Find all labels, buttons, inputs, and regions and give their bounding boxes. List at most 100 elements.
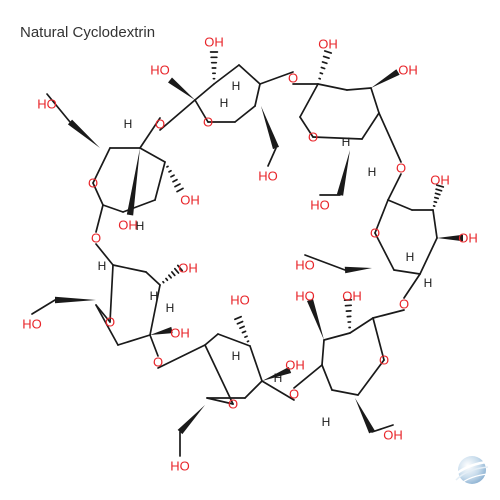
secondary-hydroxyl: OH	[458, 231, 478, 246]
ring-oxygen: O	[370, 226, 380, 241]
secondary-hydroxyl: OH	[318, 37, 338, 52]
secondary-hydroxyl: OH	[170, 326, 190, 341]
secondary-hydroxyl: HO	[150, 63, 170, 78]
ring-bond	[204, 344, 234, 405]
glycosidic-oxygen: O	[399, 297, 409, 312]
ring-bond	[149, 284, 161, 336]
glycosidic-oxygen: O	[155, 117, 165, 132]
glycosidic-bond	[372, 309, 405, 319]
hydroxymethyl-oh: OH	[383, 428, 403, 443]
stereo-hash-bond	[166, 165, 169, 168]
stereo-hash-bond	[174, 183, 181, 188]
glycosidic-bond	[387, 173, 402, 201]
ch2oh-bond	[31, 299, 56, 315]
stereo-hydrogen: H	[220, 96, 229, 110]
stereo-wedge-bond	[336, 150, 350, 196]
glycosidic-bond	[159, 99, 196, 131]
ch2oh-bond	[304, 254, 346, 271]
stereo-hash-bond	[434, 196, 439, 200]
glycosidic-oxygen: O	[288, 71, 298, 86]
stereo-hash-bond	[241, 330, 247, 334]
hydroxymethyl-oh: HO	[37, 97, 57, 112]
glycosidic-bond	[261, 380, 295, 401]
stereo-hash-bond	[170, 174, 175, 178]
stereo-wedge-bond	[355, 398, 375, 434]
ring-bond	[254, 83, 261, 107]
ring-bond	[204, 333, 219, 346]
ring-oxygen: O	[308, 130, 318, 145]
stereo-wedge-bond	[126, 148, 140, 216]
glycosidic-bond	[259, 71, 294, 85]
ring-bond	[312, 136, 363, 140]
ring-bond	[244, 380, 263, 399]
stereo-hash-bond	[171, 271, 176, 277]
ring-bond	[117, 334, 151, 346]
glycosidic-oxygen: O	[153, 355, 163, 370]
stereo-wedge-bond	[306, 298, 324, 340]
stereo-hydrogen: H	[406, 250, 415, 264]
ring-bond	[331, 389, 359, 396]
glycosidic-oxygen: O	[91, 231, 101, 246]
ring-oxygen: O	[228, 397, 238, 412]
stereo-hash-bond	[322, 55, 330, 60]
ch2oh-bond	[46, 93, 71, 123]
secondary-hydroxyl: OH	[285, 358, 305, 373]
stereo-hash-bond	[162, 280, 165, 284]
stereo-hydrogen: H	[232, 79, 241, 93]
stereo-hash-bond	[434, 192, 441, 196]
stereo-hydrogen: H	[274, 371, 283, 385]
hydroxymethyl-oh: HO	[170, 459, 190, 474]
secondary-hydroxyl: OH	[430, 173, 450, 188]
stereo-hash-bond	[168, 169, 172, 173]
stereo-hydrogen: H	[150, 289, 159, 303]
stereo-hash-bond	[234, 315, 242, 321]
stereo-hash-bond	[319, 72, 324, 75]
page-title: Natural Cyclodextrin	[20, 24, 156, 41]
ring-oxygen: O	[105, 315, 115, 330]
ring-bond	[145, 271, 161, 286]
stereo-hash-bond	[236, 320, 244, 325]
stereo-hash-bond	[323, 50, 333, 54]
ring-bond	[109, 264, 114, 323]
stereo-hash-bond	[244, 335, 248, 338]
stereo-hydrogen: H	[342, 135, 351, 149]
secondary-hydroxyl: OH	[342, 289, 362, 304]
stereo-hash-bond	[320, 66, 326, 70]
ring-bond	[374, 232, 395, 271]
ring-oxygen: O	[203, 115, 213, 130]
ring-bond	[361, 112, 380, 140]
stereo-hash-bond	[435, 184, 445, 188]
stereo-hash-bond	[321, 61, 328, 65]
glycosidic-bond	[149, 334, 159, 357]
stereo-hash-bond	[176, 187, 184, 193]
stereo-hash-bond	[168, 274, 172, 279]
stereo-hash-bond	[433, 200, 438, 204]
ring-bond	[213, 64, 240, 85]
ring-bond	[432, 209, 438, 239]
secondary-hydroxyl: HO	[230, 293, 250, 308]
stereo-wedge-bond	[262, 367, 292, 381]
stereo-hydrogen: H	[368, 165, 377, 179]
ring-bond	[317, 83, 348, 91]
ring-bond	[206, 397, 234, 405]
stereo-hydrogen: H	[98, 259, 107, 273]
ring-bond	[321, 339, 325, 366]
atom-label-layer: OHOOHOOHOOOHOHOOHOOHOOOOOOOOOHHOOHOHOHOH…	[22, 35, 478, 474]
stereo-hydrogen: H	[166, 301, 175, 315]
ch2oh-bond	[371, 424, 394, 433]
hydroxymethyl-oh: HO	[22, 317, 42, 332]
secondary-hydroxyl: OH	[178, 261, 198, 276]
stereo-hash-bond	[176, 264, 184, 272]
ring-bond	[299, 116, 314, 138]
secondary-hydroxyl: OH	[398, 63, 418, 78]
stereo-hydrogen: H	[124, 117, 133, 131]
ring-bond	[357, 359, 385, 396]
hydroxymethyl-oh: HO	[258, 169, 278, 184]
bond-layer	[31, 50, 463, 457]
hydroxymethyl-oh: HO	[310, 198, 330, 213]
ring-bond	[154, 161, 166, 201]
glycosidic-bond	[157, 344, 206, 369]
stereo-wedge-bond	[150, 326, 173, 335]
glycosidic-oxygen: O	[289, 387, 299, 402]
